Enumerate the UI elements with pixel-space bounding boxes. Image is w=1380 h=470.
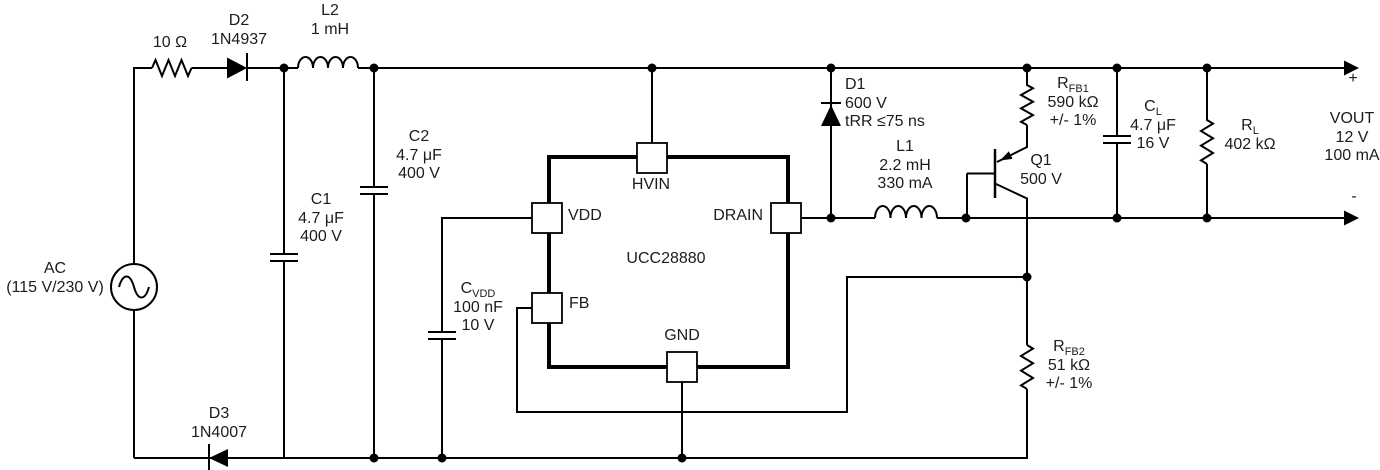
label-cl: CL 4.7 μF 16 V [1130,98,1176,152]
label-rfb2: RFB2 51 kΩ +/- 1% [1045,338,1093,392]
resistor-rfb1-symbol [1018,68,1036,126]
inductor-l1-symbol [874,205,938,219]
label-pin-hvin: HVIN [631,176,671,193]
label-pin-fb: FB [569,295,590,312]
label-d1: D1 600 V tRR ≤75 ns [845,76,925,130]
inductor-l2-symbol [297,56,359,69]
label-output-plus: + [1348,70,1358,87]
label-ac-source: AC (115 V/230 V) [6,260,104,296]
diode-d1-symbol [821,68,841,218]
pin-fb [531,292,563,324]
ac-source-symbol [110,263,158,458]
ic-ucc28880-body [531,68,802,458]
capacitor-cvdd-symbol [428,217,532,458]
resistor-input-symbol [151,57,193,79]
output-minus-arrow-icon [1344,210,1359,226]
label-pin-gnd: GND [664,327,700,344]
pin-hvin [636,142,668,174]
pin-vdd [531,202,563,234]
capacitor-c2-symbol [360,68,388,458]
capacitor-cl-symbol [1103,68,1131,218]
pin-gnd [666,351,698,383]
label-ic-part-number: UCC28880 [626,250,706,267]
label-l1: L1 2.2 mH 330 mA [877,138,933,192]
label-q1: Q1 500 V [1020,152,1062,188]
label-rfb1: RFB1 590 kΩ +/- 1% [1047,75,1099,129]
label-c2: C2 4.7 μF 400 V [396,128,442,182]
label-d2: D2 1N4937 [210,12,268,48]
label-rl: RL 402 kΩ [1224,117,1276,153]
transistor-q1-symbol [966,125,1028,345]
label-l2: L2 1 mH [310,2,350,38]
resistor-rfb2-symbol [1019,344,1035,390]
junction-dots [279,63,1212,463]
diode-d2-symbol [191,53,298,81]
label-pin-vdd: VDD [568,207,602,224]
capacitor-c1-symbol [270,68,298,458]
label-cvdd: CVDD 100 nF 10 V [453,280,503,334]
wire-bottom-rail [134,389,1028,459]
output-plus-arrow-icon [1344,60,1359,76]
wire-fb-trace [516,276,1027,413]
label-d3: D3 1N4007 [190,405,248,441]
resistor-rl-symbol [1199,68,1215,218]
pin-drain [770,202,802,234]
label-vout: VOUT 12 V 100 mA [1324,110,1380,164]
wire-ac-top [133,67,152,264]
diode-d3-symbol [208,444,228,470]
label-pin-drain: DRAIN [713,207,763,224]
label-output-minus: - [1351,188,1357,205]
label-input-resistor: 10 Ω [152,34,188,51]
label-c1: C1 4.7 μF 400 V [298,191,344,245]
